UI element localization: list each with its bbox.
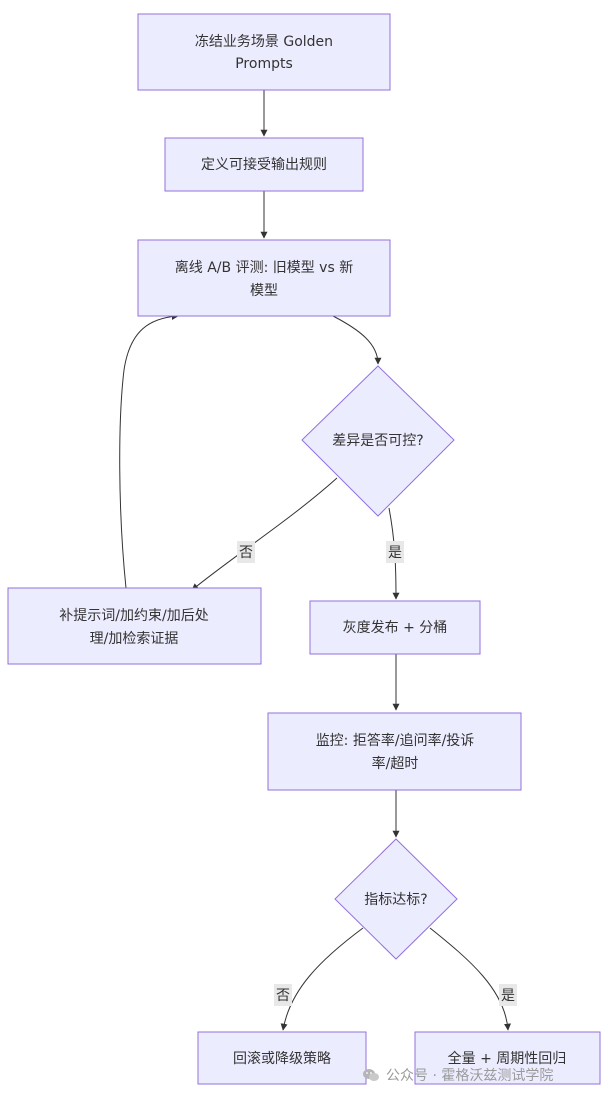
node-line: 率/超时 <box>372 755 419 772</box>
node-monitor: 监控: 拒答率/追问率/投诉 率/超时 <box>267 712 522 791</box>
node-offline-ab-eval: 离线 A/B 评测: 旧模型 vs 新 模型 <box>137 239 391 317</box>
node-diff-controllable: 差异是否可控? <box>301 365 455 517</box>
edge-target-full <box>429 927 512 1031</box>
nodes: 冻结业务场景 Golden Prompts 定义可接受输出规则 离线 A/B 评… <box>7 13 601 1085</box>
node-line: 监控: 拒答率/追问率/投诉 <box>316 732 475 749</box>
edge-label-controllable-yes: 是 <box>386 541 404 563</box>
edge-label-controllable-no: 否 <box>237 541 255 563</box>
node-line: 指标达标? <box>364 892 427 908</box>
node-freeze-golden-prompts: 冻结业务场景 Golden Prompts <box>137 13 391 91</box>
node-line: 模型 <box>250 283 278 299</box>
edge-label-text: 是 <box>388 545 402 561</box>
edge-target-rollback <box>280 927 364 1031</box>
node-line: Prompts <box>235 56 293 72</box>
wechat-icon <box>363 1069 379 1081</box>
edge-labels: 否 是 否 是 <box>237 541 517 1006</box>
node-line: 补提示词/加约束/加后处 <box>59 608 208 624</box>
node-metrics-target: 指标达标? <box>334 838 458 960</box>
watermark-text: 公众号 · 霍格沃兹测试学院 <box>386 1068 554 1084</box>
node-line: 定义可接受输出规则 <box>201 156 327 173</box>
node-line: 全量 + 周期性回归 <box>448 1050 567 1067</box>
edge-offline-controllable <box>332 315 382 365</box>
node-line: 离线 A/B 评测: 旧模型 vs 新 <box>175 259 353 276</box>
node-gray-release: 灰度发布 + 分桶 <box>309 600 481 655</box>
edge-label-text: 否 <box>276 988 290 1004</box>
node-line: 差异是否可控? <box>332 433 423 449</box>
edge-label-text: 否 <box>239 545 253 561</box>
edge-label-target-no: 否 <box>274 984 292 1006</box>
edge-controllable-fix <box>191 477 338 591</box>
node-line: 灰度发布 + 分桶 <box>343 620 448 636</box>
edge-label-text: 是 <box>501 988 515 1004</box>
node-define-rules: 定义可接受输出规则 <box>164 137 364 192</box>
edges <box>119 90 512 1031</box>
watermark: 公众号 · 霍格沃兹测试学院 <box>362 1064 553 1086</box>
node-line: 理/加检索证据 <box>90 630 179 647</box>
node-fix-prompts: 补提示词/加约束/加后处 理/加检索证据 <box>7 587 262 665</box>
node-line: 冻结业务场景 Golden <box>195 33 333 50</box>
edge-label-target-yes: 是 <box>499 984 517 1006</box>
edge-fix-offline <box>119 312 179 589</box>
node-rollback: 回滚或降级策略 <box>197 1031 367 1085</box>
node-full-release: 全量 + 周期性回归 <box>414 1031 601 1085</box>
node-line: 回滚或降级策略 <box>233 1050 331 1067</box>
